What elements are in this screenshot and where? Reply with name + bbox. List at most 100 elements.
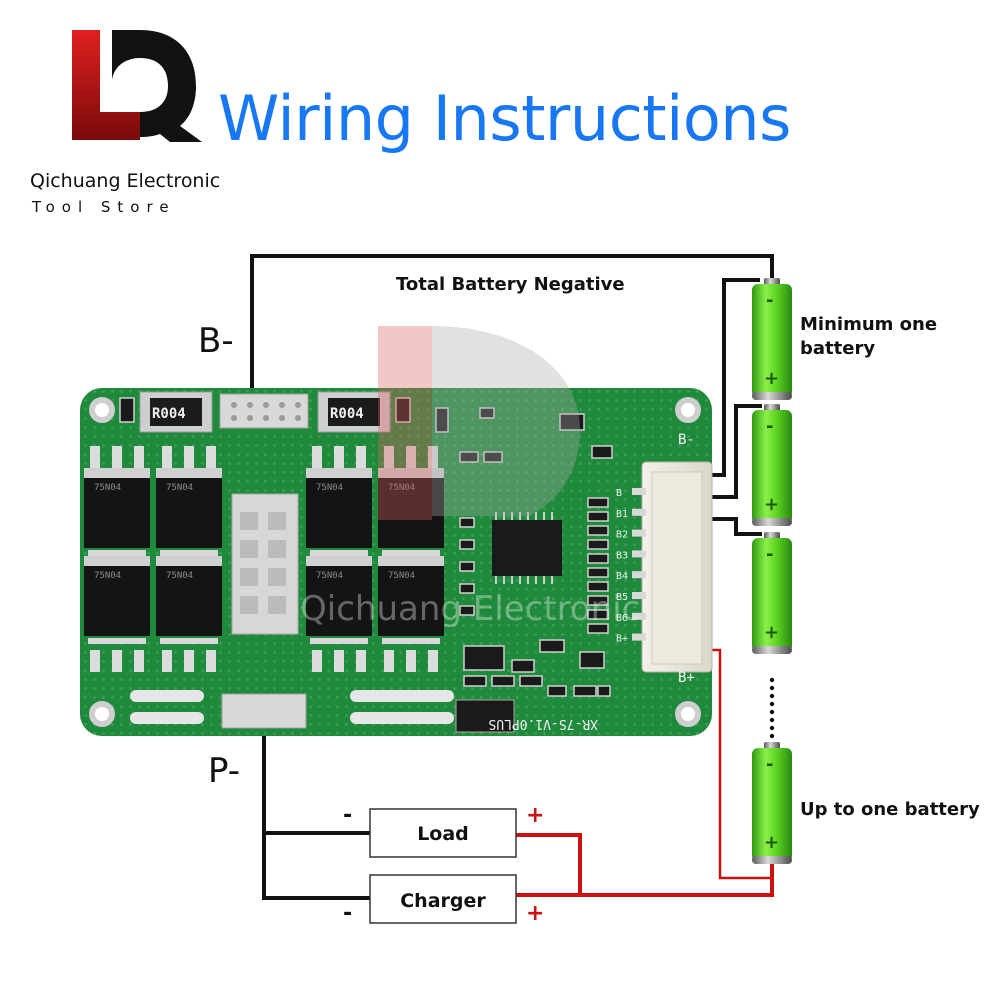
mosfet-lead xyxy=(112,446,122,468)
mosfet-code: 75N04 xyxy=(316,483,343,493)
battery-minus-mark: - xyxy=(766,544,773,565)
mosfet: 75N04 xyxy=(306,468,372,556)
smd-part xyxy=(463,675,487,687)
shunt-resistor-left: R004 xyxy=(139,391,213,433)
mosfet-lead xyxy=(184,650,194,672)
mosfet: 75N04 xyxy=(378,468,444,556)
watermark: Qichuang Electronic xyxy=(300,326,640,629)
battery-body xyxy=(752,284,792,398)
connector-pin-label: B xyxy=(616,488,622,499)
mosfet-lead xyxy=(428,446,438,468)
center-pad xyxy=(231,493,299,635)
battery-minus-mark: - xyxy=(766,290,773,311)
connector-pin-label: B+ xyxy=(616,634,628,645)
connector-pin xyxy=(632,571,646,579)
battery-plus-mark: + xyxy=(764,622,779,643)
bms-ic xyxy=(492,512,562,584)
smd-components xyxy=(119,397,613,697)
smd-part xyxy=(459,605,475,616)
p-minus-label: P- xyxy=(208,751,240,791)
smd-part xyxy=(479,407,495,419)
connector-pin xyxy=(632,488,646,495)
board-model-text: XR-7S-V1.0PLUS xyxy=(488,716,598,731)
brand-logo: LQ xyxy=(72,30,202,142)
mosfet-lead xyxy=(312,650,322,672)
smd-part xyxy=(587,511,609,522)
smd-part xyxy=(491,675,515,687)
mosfet: 75N04 xyxy=(84,468,150,556)
mosfet-lead xyxy=(184,446,194,468)
load-minus-sign: - xyxy=(343,803,352,828)
mosfet: 75N04 xyxy=(306,556,372,644)
mosfet: 75N04 xyxy=(378,556,444,644)
mosfet-lead xyxy=(356,446,366,468)
smd-part xyxy=(395,397,411,423)
mosfet-lead xyxy=(162,650,172,672)
smd-part xyxy=(459,517,475,528)
load-plus-sign: + xyxy=(526,803,544,828)
smd-part xyxy=(539,639,565,653)
smd-part xyxy=(587,581,609,592)
connector-pin-label: B4 xyxy=(616,571,628,582)
smd-part xyxy=(591,445,613,459)
smd-part xyxy=(511,659,535,673)
smd-part xyxy=(587,497,609,508)
load-label: Load xyxy=(417,823,469,845)
smd-part xyxy=(573,685,597,697)
battery-dots xyxy=(769,677,775,739)
connector-pin-label: B3 xyxy=(616,550,628,561)
mosfet-code: 75N04 xyxy=(166,483,193,493)
battery-plus-mark: + xyxy=(764,832,779,853)
mosfet-lead xyxy=(356,650,366,672)
load-box: Load xyxy=(369,808,517,858)
battery-body xyxy=(752,538,792,652)
regulator xyxy=(455,699,515,733)
smd-part xyxy=(459,451,479,463)
mosfet-lead xyxy=(90,446,100,468)
shunt-resistor-right: R004 xyxy=(317,391,391,433)
smd-part xyxy=(579,651,605,669)
battery-cell: -+ xyxy=(752,532,792,654)
page-title: Wiring Instructions xyxy=(218,82,791,155)
b-minus-label: B- xyxy=(198,321,234,361)
balance-connector xyxy=(641,461,713,673)
charger-box: Charger xyxy=(369,874,517,924)
charger-minus-sign: - xyxy=(343,901,352,926)
mosfets: 75N0475N0475N0475N0475N0475N0475N0475N04 xyxy=(84,446,444,672)
mosfet-code: 75N04 xyxy=(166,571,193,581)
p-minus-pad xyxy=(221,693,307,729)
pad-label-b: B- xyxy=(678,432,695,448)
battery-stack: -+-+-+-+ xyxy=(752,278,792,864)
up-to-battery-label: Up to one battery xyxy=(800,799,980,820)
battery-cell: -+ xyxy=(752,278,792,400)
mosfet-code: 75N04 xyxy=(388,571,415,581)
connector-pin xyxy=(632,529,646,537)
svg-text:R004: R004 xyxy=(330,406,364,422)
connector-pin-label: B1 xyxy=(616,509,628,520)
battery-plus-mark: + xyxy=(764,494,779,515)
mosfet-code: 75N04 xyxy=(94,571,121,581)
smd-part xyxy=(587,609,609,620)
connector-pin xyxy=(632,550,646,558)
smd-part xyxy=(587,525,609,536)
mosfet: 75N04 xyxy=(84,556,150,644)
smd-part xyxy=(435,407,449,433)
mosfet-lead xyxy=(334,650,344,672)
charger-label: Charger xyxy=(400,890,486,912)
connector-pin-label: B2 xyxy=(616,530,628,541)
mosfet-lead xyxy=(206,650,216,672)
mosfet-code: 75N04 xyxy=(94,483,121,493)
mosfet-lead xyxy=(406,650,416,672)
mosfet-lead xyxy=(384,650,394,672)
smd-part xyxy=(587,567,609,578)
smd-part xyxy=(547,685,567,697)
bms-board: R004 R004 75N0475N0475N0475N0475N0475N04… xyxy=(80,326,713,736)
smd-part xyxy=(587,623,609,634)
mosfet-lead xyxy=(428,650,438,672)
connector-pin xyxy=(632,633,646,641)
mosfet-lead xyxy=(384,446,394,468)
mosfet-lead xyxy=(162,446,172,468)
mosfet-lead xyxy=(134,446,144,468)
mosfet-lead xyxy=(112,650,122,672)
